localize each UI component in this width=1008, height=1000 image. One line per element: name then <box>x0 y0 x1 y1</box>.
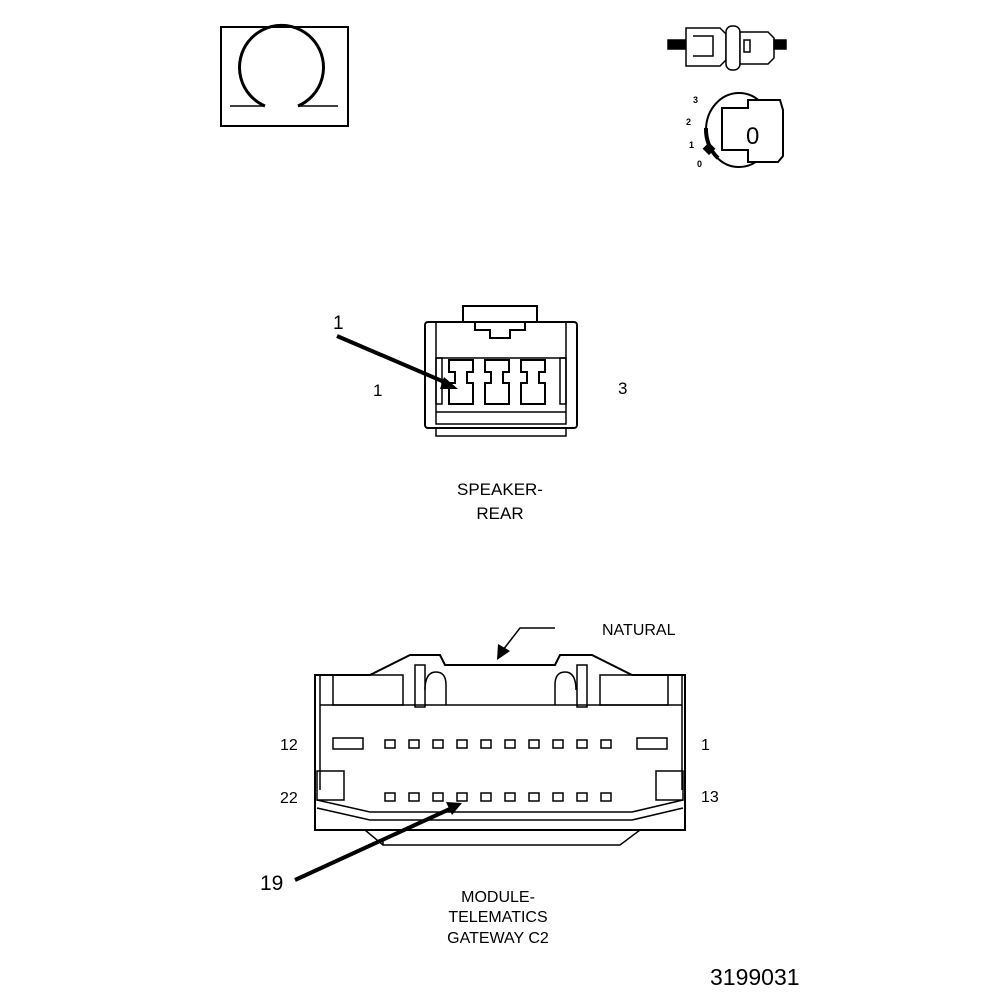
speaker-title-line1: SPEAKER- <box>457 480 543 499</box>
pin-cavity-14 <box>552 792 564 802</box>
figure-number: 3199031 <box>710 964 800 990</box>
speaker-title-line2: REAR <box>476 504 523 523</box>
svg-text:1: 1 <box>689 140 694 150</box>
key-switch-icon: 3 2 1 0 0 <box>686 92 784 169</box>
pin-cavity-11 <box>384 739 396 749</box>
pin-cavity-6 <box>504 739 516 749</box>
pin-cavity-12 <box>600 792 612 802</box>
speaker-right-pin-number: 3 <box>618 379 627 398</box>
pin-cavity-2 <box>600 739 612 749</box>
gateway-title-line1: MODULE- <box>461 889 535 906</box>
pin-cavity-7 <box>480 739 492 749</box>
gateway-connector <box>314 627 686 846</box>
pin-cavity-18 <box>456 792 468 802</box>
pin-row-2 <box>384 792 612 802</box>
omega-symbol-box <box>220 23 349 127</box>
svg-text:0: 0 <box>746 123 759 150</box>
gateway-title-line2: TELEMATICS <box>448 909 547 926</box>
pin-cavity-16 <box>504 792 516 802</box>
gateway-row2-right-pin: 13 <box>701 789 719 806</box>
pin-cavity-17 <box>480 792 492 802</box>
pin-cavity-8 <box>456 739 468 749</box>
speaker-left-pin-number: 1 <box>373 381 382 400</box>
pin-3-cavity <box>520 359 546 405</box>
gateway-row1-left-pin: 12 <box>280 737 298 754</box>
pin-cavity-20 <box>408 792 420 802</box>
svg-text:0: 0 <box>697 159 702 169</box>
pin-cavity-9 <box>432 739 444 749</box>
svg-text:3: 3 <box>693 95 698 105</box>
pin-row-1 <box>384 739 612 749</box>
pin-1-callout-arrow <box>336 334 450 386</box>
pin-cavity-21 <box>384 792 396 802</box>
pin-19-callout-arrow <box>294 802 462 882</box>
pin-cavity-19 <box>432 792 444 802</box>
pin-cavity-13 <box>576 792 588 802</box>
gateway-row2-left-pin: 22 <box>280 790 298 807</box>
svg-text:2: 2 <box>686 117 691 127</box>
speaker-connector <box>336 305 578 437</box>
speaker-callout-pin: 1 <box>333 313 344 334</box>
gateway-callout-pin: 19 <box>260 872 283 895</box>
pin-cavity-15 <box>528 792 540 802</box>
inline-connector-icon <box>667 25 787 71</box>
gateway-row1-right-pin: 1 <box>701 737 710 754</box>
gateway-title-line3: GATEWAY C2 <box>447 930 549 947</box>
pin-1-cavity <box>448 359 474 405</box>
pin-cavity-3 <box>576 739 588 749</box>
pin-cavity-10 <box>408 739 420 749</box>
natural-color-callout: NATURAL <box>602 622 676 639</box>
pin-cavity-5 <box>528 739 540 749</box>
pin-cavity-4 <box>552 739 564 749</box>
pin-2-cavity <box>484 359 510 405</box>
omega-icon <box>238 23 325 108</box>
